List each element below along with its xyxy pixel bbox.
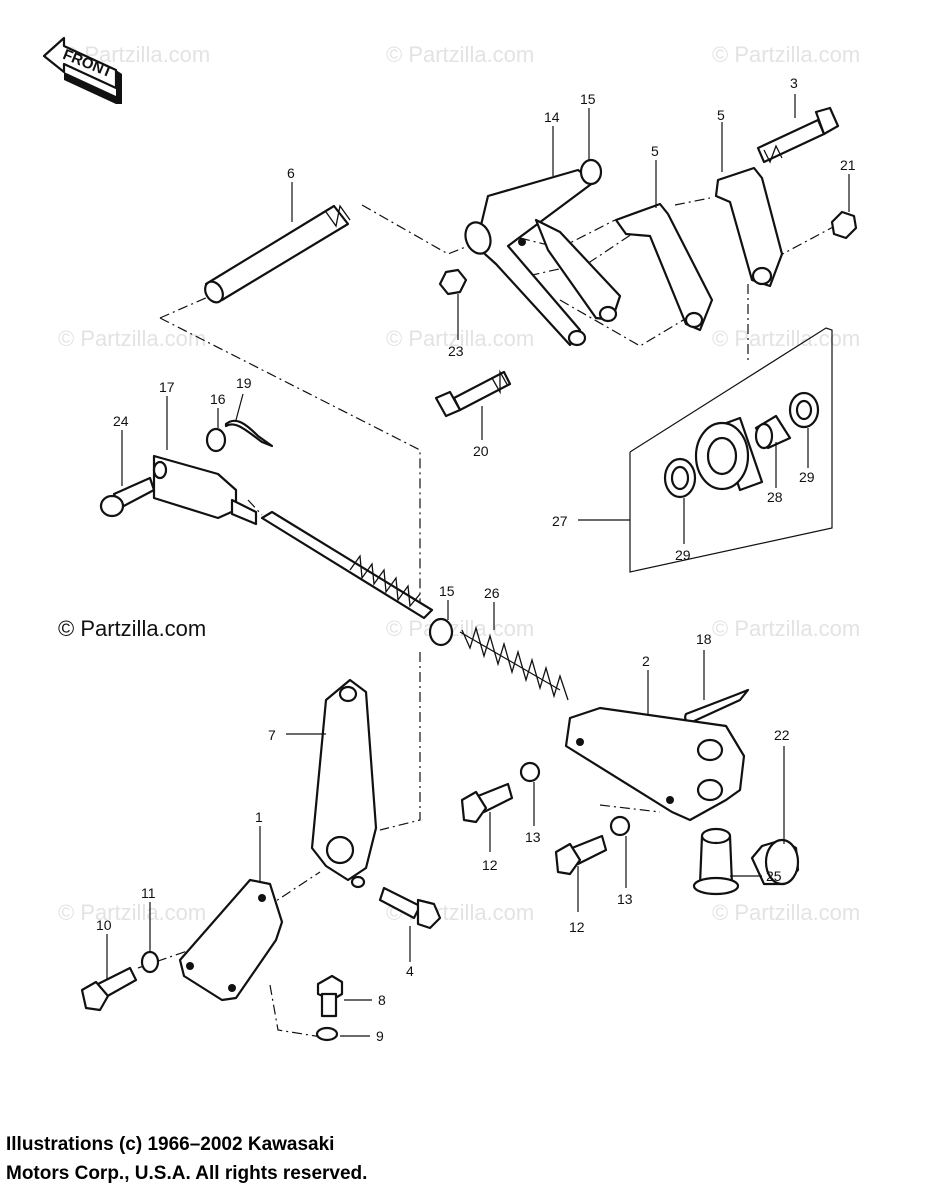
part-16-washer (205, 427, 227, 453)
callout-4: 4 (406, 963, 414, 979)
copyright-line-2: Motors Corp., U.S.A. All rights reserved… (6, 1163, 368, 1184)
part-29-bearing-left (663, 457, 697, 499)
callout-11: 11 (141, 885, 156, 901)
callout-29-left: 29 (675, 547, 691, 563)
callout-23: 23 (448, 343, 464, 359)
callout-1: 1 (255, 809, 263, 825)
copyright-line-1: Illustrations (c) 1966–2002 Kawasaki (6, 1134, 335, 1155)
part-26-spring (459, 625, 569, 701)
part-5-link-left (614, 202, 714, 332)
part-15-washer-top (579, 158, 603, 186)
callout-18: 18 (696, 631, 712, 647)
callout-21: 21 (840, 157, 856, 173)
part-11-washer (140, 950, 160, 974)
callout-7: 7 (268, 727, 276, 743)
callout-13-lower: 13 (617, 891, 633, 907)
part-10-bolt (80, 966, 138, 1012)
part-21-nut (830, 210, 858, 240)
callout-27: 27 (552, 513, 568, 529)
callout-15-top: 15 (580, 91, 596, 107)
watermark: © Partzilla.com (58, 900, 206, 925)
callout-24: 24 (113, 413, 129, 429)
callout-17: 17 (159, 379, 175, 395)
part-24-pin (99, 476, 156, 518)
watermark: © Partzilla.com (386, 616, 534, 641)
part-7-arm (310, 678, 378, 889)
part-rod (260, 510, 434, 620)
watermark: © Partzilla.com (712, 900, 860, 925)
callout-12-upper: 12 (482, 857, 498, 873)
callout-13-upper: 13 (525, 829, 541, 845)
watermark: © Partzilla.com (712, 42, 860, 67)
part-4-bolt (378, 886, 442, 930)
callout-22: 22 (774, 727, 790, 743)
watermark: © Partzilla.com (712, 326, 860, 351)
callout-8: 8 (378, 992, 386, 1008)
part-18-cotter-pin (684, 688, 750, 724)
watermark-layer: © Partzilla.com © Partzilla.com © Partzi… (58, 42, 860, 925)
watermark: © Partzilla.com (58, 326, 206, 351)
part-17-clevis (152, 454, 258, 526)
watermark: © Partzilla.com (386, 326, 534, 351)
part-29-bearing-right (788, 391, 820, 429)
part-13-washer-lower (609, 815, 631, 837)
part-27-bracket-outline (629, 327, 833, 573)
callout-26: 26 (484, 585, 500, 601)
part-20-bolt (434, 369, 512, 418)
leader-lines (106, 94, 850, 1037)
callout-15-mid: 15 (439, 583, 455, 599)
front-arrow-icon: FRONT (42, 36, 122, 104)
part-2-bracket (564, 706, 746, 822)
watermark-main: © Partzilla.com (58, 616, 206, 641)
part-23-nut (438, 268, 468, 296)
callout-6: 6 (287, 165, 295, 181)
callout-25: 25 (766, 868, 782, 884)
callout-14: 14 (544, 109, 560, 125)
watermark: © Partzilla.com (386, 42, 534, 67)
part-1-plate (178, 878, 284, 1002)
callout-29-right: 29 (799, 469, 815, 485)
part-19-cotter-pin (224, 419, 274, 448)
part-9-washer (315, 1026, 339, 1042)
part-12-bolt-lower (554, 834, 608, 876)
callout-5-right: 5 (717, 107, 725, 123)
callout-16: 16 (210, 391, 226, 407)
part-12-bolt-upper (460, 782, 514, 824)
callout-10: 10 (96, 917, 112, 933)
part-5-link-right (714, 166, 784, 288)
part-22-knob (750, 838, 800, 886)
callout-2: 2 (642, 653, 650, 669)
part-13-washer-upper (519, 761, 541, 783)
part-3-bolt (756, 106, 840, 164)
part-25-pin (692, 827, 740, 896)
callout-19: 19 (236, 375, 252, 391)
callout-labels: 15 14 5 5 3 21 6 23 20 17 16 19 24 27 28… (96, 75, 856, 1044)
part-8-bolt (316, 974, 344, 1018)
part-15-washer-mid (428, 617, 454, 647)
part-28-sleeve (754, 414, 792, 450)
watermark: © Partzilla.com (712, 616, 860, 641)
callout-3: 3 (790, 75, 798, 91)
part-6-shaft (204, 204, 351, 304)
callout-9: 9 (376, 1028, 384, 1044)
part-27-roller (694, 416, 764, 492)
callout-12-lower: 12 (569, 919, 585, 935)
callout-28: 28 (767, 489, 783, 505)
callout-20: 20 (473, 443, 489, 459)
callout-5-left: 5 (651, 143, 659, 159)
